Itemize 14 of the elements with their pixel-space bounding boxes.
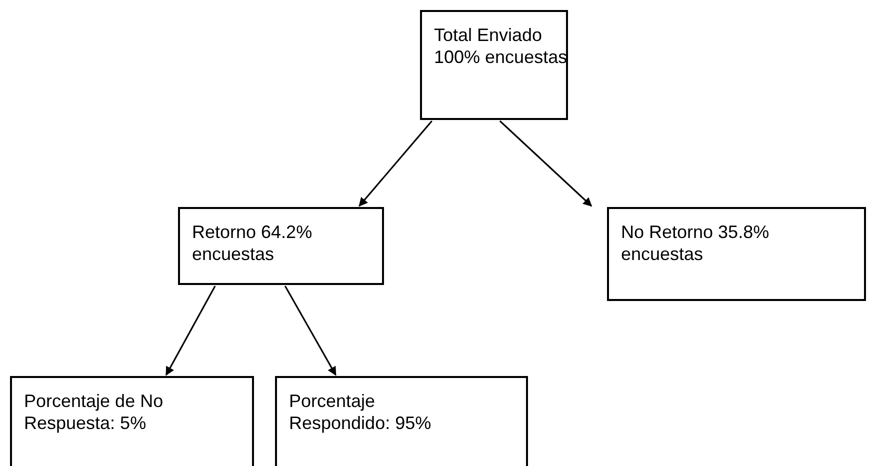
process-box: [10, 376, 254, 466]
process-box: [607, 207, 866, 301]
arrow: [499, 120, 592, 207]
arrow: [284, 286, 336, 376]
box-text: Total Enviado 100% encuestas: [434, 24, 568, 68]
arrow: [358, 120, 432, 207]
arrow: [165, 286, 216, 376]
box-text: Porcentaje Respondido: 95%: [289, 390, 432, 434]
box-text: Porcentaje de No Respuesta: 5%: [24, 390, 164, 434]
process-box: [275, 376, 528, 466]
process-box: [420, 10, 568, 120]
box-text: Retorno 64.2% encuestas: [192, 221, 314, 265]
process-box: [178, 207, 384, 285]
box-text: No Retorno 35.8% encuestas: [621, 221, 770, 265]
